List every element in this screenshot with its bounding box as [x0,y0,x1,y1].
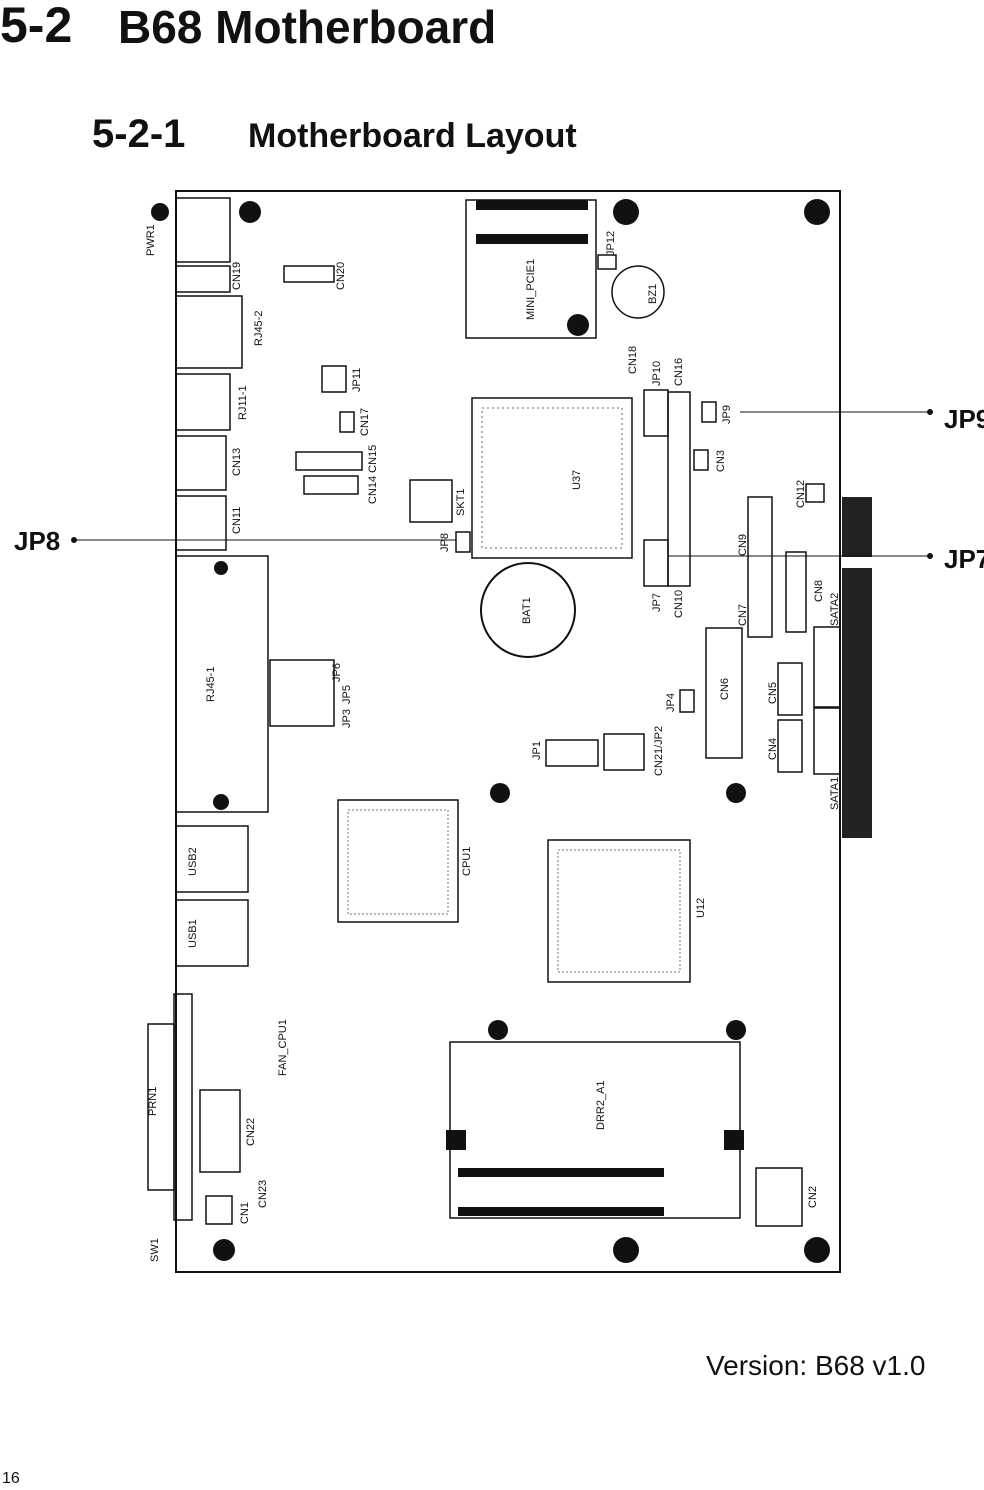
label-cn23: CN23 [257,1180,269,1208]
dimm-latch-left [446,1130,466,1150]
small-jumpers [339,254,825,713]
callout-jp9: JP9 [944,404,984,434]
u37-chip [471,397,633,559]
label-cn13: CN13 [231,448,243,476]
label-cn18: CN18 [627,346,639,374]
label-fan-cpu1: FAN_CPU1 [277,1019,289,1076]
label-rj45-2: RJ45-2 [253,311,265,346]
version-label: Version: B68 v1.0 [706,1350,926,1381]
component-labels: PWR1 CN19 CN20 RJ45-2 RJ11-1 JP11 CN17 C… [145,224,841,1262]
sata-connectors [199,265,841,1227]
label-sata1: SATA1 [829,777,841,810]
label-jp12: JP12 [605,231,617,256]
label-cn8: CN8 [813,580,825,602]
callout-jp7: JP7 [944,544,984,574]
cpu1-chip [337,799,459,923]
dimm-pins-upper [458,1168,664,1177]
label-cn11: CN11 [231,507,243,534]
label-cn2: CN2 [807,1186,819,1208]
label-cn21-jp2: CN21/JP2 [653,726,665,776]
callout-jp8: JP8 [14,526,60,556]
dimm-pins-lower [458,1207,664,1216]
label-jp10: JP10 [651,361,663,386]
label-jp7: JP7 [651,593,663,612]
label-cn19: CN19 [231,262,243,290]
label-bz1: BZ1 [647,284,659,304]
mini-pcie-pins [476,200,588,210]
label-jp5: JP5 [341,685,353,704]
label-cn20: CN20 [335,262,347,290]
label-bat1: BAT1 [521,597,533,624]
label-mini-pcie1: MINI_PCIE1 [525,259,537,320]
label-jp1: JP1 [531,741,543,760]
label-u37: U37 [571,470,583,490]
label-usb1: USB1 [187,919,199,948]
dimm-latch-right [724,1130,744,1150]
mini-pcie-pins-2 [476,234,588,244]
label-cn10: CN10 [673,590,685,618]
label-cn7: CN7 [737,604,749,626]
label-cn1: CN1 [239,1202,251,1224]
edge-connector-lower [842,568,872,838]
label-usb2: USB2 [187,847,199,876]
label-cpu1: CPU1 [461,847,473,876]
label-jp9: JP9 [721,405,733,424]
label-cn22: CN22 [245,1118,257,1146]
label-rj11-1: RJ11-1 [237,385,249,420]
label-sata2: SATA2 [829,593,841,626]
battery [480,562,576,658]
label-jp8: JP8 [439,533,451,552]
section-number: 5-2 [0,0,73,53]
page-number: 16 [2,1470,20,1487]
io-connectors [147,197,269,1221]
label-drr2-a1: DRR2_A1 [595,1080,607,1130]
label-prn1: PRN1 [147,1087,159,1116]
label-jp6: JP6 [331,663,343,682]
label-pwr1: PWR1 [145,224,157,256]
subsection-title: Motherboard Layout [248,117,577,155]
label-cn4: CN4 [767,738,779,760]
buzzer [611,265,665,319]
label-rj45-1: RJ45-1 [205,667,217,702]
label-u12: U12 [695,898,707,918]
label-cn9: CN9 [737,534,749,556]
subsection-number: 5-2-1 [92,112,186,156]
label-jp3: JP3 [341,709,353,728]
label-cn5: CN5 [767,682,779,704]
section-title: B68 Motherboard [118,1,497,53]
mounting-holes [151,199,830,1263]
label-skt1: SKT1 [455,488,467,516]
label-jp11: JP11 [351,368,363,392]
label-cn14-15: CN14 CN15 [367,445,379,504]
u12-chip [547,839,691,983]
label-cn12: CN12 [795,480,807,508]
edge-connector-upper [842,497,872,557]
label-cn16: CN16 [673,358,685,386]
label-cn6: CN6 [719,678,731,700]
label-cn3: CN3 [715,450,727,472]
label-sw1: SW1 [149,1238,161,1262]
label-cn17: CN17 [359,408,371,436]
label-jp4: JP4 [665,693,677,712]
